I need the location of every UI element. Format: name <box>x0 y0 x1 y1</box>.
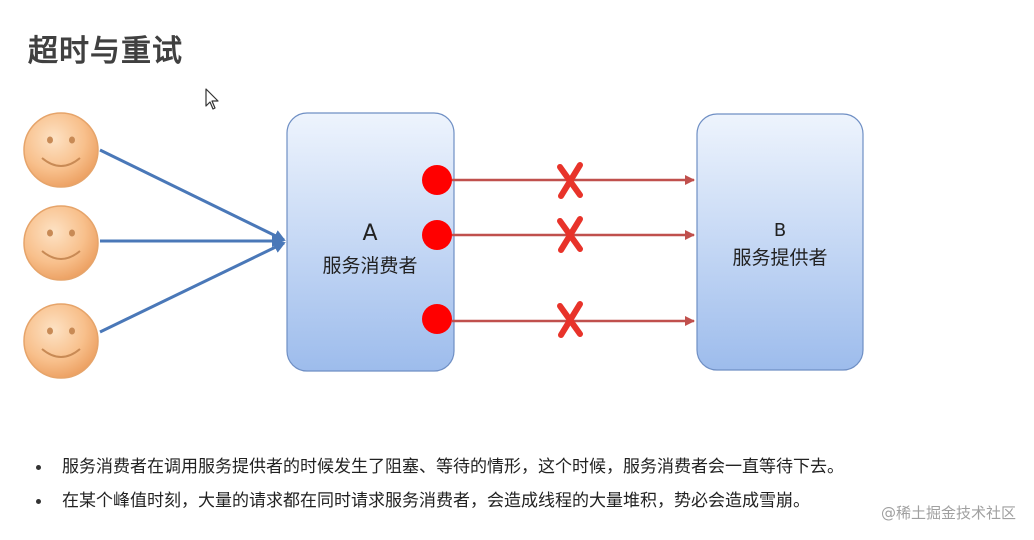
list-item: 服务消费者在调用服务提供者的时候发生了阻塞、等待的情形，这个时候，服务消费者会一… <box>32 452 844 486</box>
thread-dot-1 <box>422 165 452 195</box>
user-request-arrow-3 <box>99 241 286 334</box>
page-title: 超时与重试 <box>28 34 183 69</box>
description-list: 服务消费者在调用服务提供者的时候发生了阻塞、等待的情形，这个时候，服务消费者会一… <box>32 452 844 520</box>
bullet-text: 服务消费者在调用服务提供者的时候发生了阻塞、等待的情形，这个时候，服务消费者会一… <box>62 457 844 477</box>
smiley-face-icon <box>23 112 99 188</box>
consumer-box <box>286 112 455 372</box>
list-item: 在某个峰值时刻，大量的请求都在同时请求服务消费者，会造成线程的大量堆积，势必会造… <box>32 486 844 520</box>
thread-dot-3 <box>422 304 452 334</box>
provider-letter: B <box>774 220 786 241</box>
bullet-text: 在某个峰值时刻，大量的请求都在同时请求服务消费者，会造成线程的大量堆积，势必会造… <box>62 491 810 511</box>
smiley-face-icon <box>23 303 99 379</box>
bullet-dot-icon <box>36 465 41 470</box>
user-request-arrow-1 <box>99 148 286 242</box>
watermark: @稀土掘金技术社区 <box>880 504 1016 522</box>
x-mark-icon <box>557 216 583 253</box>
mouse-cursor-icon <box>205 88 219 110</box>
x-mark-icon <box>557 301 583 338</box>
x-mark-icon <box>557 162 583 199</box>
provider-label: 服务提供者 <box>732 247 827 269</box>
provider-box <box>696 113 864 371</box>
smiley-face-icon <box>23 205 99 281</box>
consumer-letter: A <box>362 221 377 246</box>
bullet-dot-icon <box>36 499 41 504</box>
timeout-diagram: A 服务消费者 B 服务提供者 <box>23 112 864 379</box>
consumer-label: 服务消费者 <box>322 255 417 277</box>
thread-dot-2 <box>422 220 452 250</box>
